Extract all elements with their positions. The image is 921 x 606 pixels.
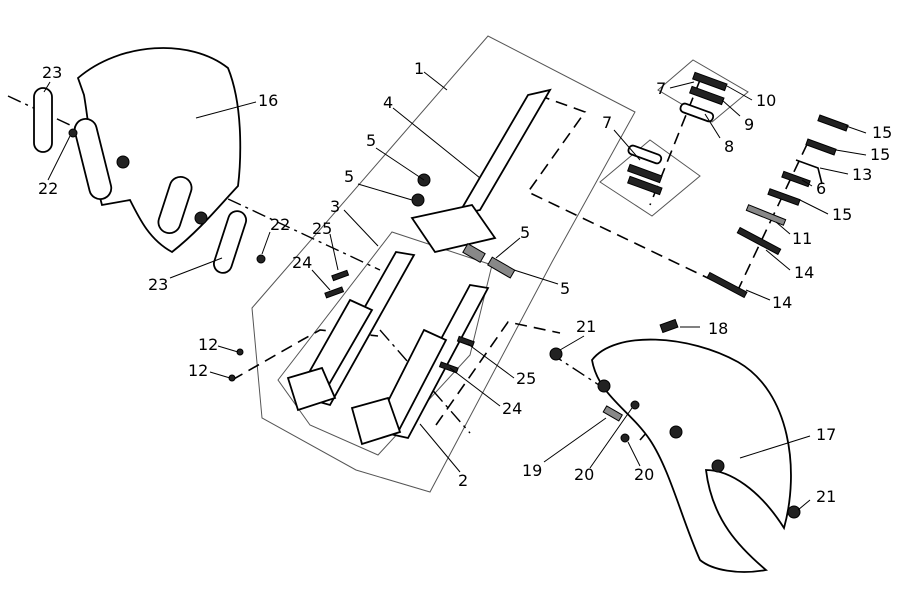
- callout-12-a: 12: [198, 335, 218, 354]
- leader-lines: [43, 71, 867, 511]
- fork-axle-bracket-left: [286, 366, 337, 412]
- assembly-outline-2: [277, 231, 493, 456]
- clip-25-right: [456, 335, 475, 348]
- nut-22-left: [68, 128, 78, 138]
- steering-stem-part-4: [456, 88, 552, 217]
- washer-15-mid: [805, 138, 837, 156]
- callout-5-c: 5: [520, 223, 530, 242]
- fender-mount-hole-mid: [669, 425, 683, 439]
- callout-15-a: 15: [872, 123, 892, 142]
- spacer-6: [781, 170, 811, 188]
- callout-22-b: 22: [270, 215, 290, 234]
- callout-11: 11: [792, 229, 812, 248]
- plate-8: [679, 102, 715, 123]
- callout-20-b: 20: [634, 465, 654, 484]
- nut-22-right: [256, 254, 266, 264]
- plate-7-lower: [627, 144, 663, 165]
- clip-24-left: [324, 286, 345, 299]
- callout-12-b: 12: [188, 361, 208, 380]
- callout-23-b: 23: [148, 275, 168, 294]
- assembly-outline-1: [251, 35, 636, 493]
- callout-5-b: 5: [344, 167, 354, 186]
- reflector-plate-23-left: [33, 87, 53, 153]
- callout-20-a: 20: [574, 465, 594, 484]
- windshield-slot-left: [73, 117, 113, 201]
- callout-5-d: 5: [560, 279, 570, 298]
- callout-14-a: 14: [794, 263, 814, 282]
- bar-14-upper: [736, 226, 782, 256]
- callout-1: 1: [414, 59, 424, 78]
- fork-crown-clamp: [410, 203, 497, 254]
- callout-25-b: 25: [516, 369, 536, 388]
- callout-22-a: 22: [38, 179, 58, 198]
- windshield-mount-hole-2: [194, 211, 208, 225]
- fender-mount-hole-upper: [597, 379, 611, 393]
- clip-18: [659, 318, 679, 334]
- callout-7-b: 7: [602, 113, 612, 132]
- callout-3: 3: [330, 197, 340, 216]
- bar-14-lower: [706, 271, 748, 299]
- pad-10: [692, 71, 728, 92]
- callout-15-c: 15: [832, 205, 852, 224]
- bolt-5-right: [487, 256, 516, 279]
- callout-8: 8: [724, 137, 734, 156]
- callout-19: 19: [522, 461, 542, 480]
- callout-13: 13: [852, 165, 872, 184]
- pad-7-lower-a: [627, 163, 663, 184]
- nut-20-upper: [630, 400, 640, 410]
- callout-21-a: 21: [576, 317, 596, 336]
- dash-fork-right-link: [435, 321, 561, 426]
- callout-5-a: 5: [366, 131, 376, 150]
- dash-inset-axis: [649, 79, 701, 206]
- callout-6: 6: [816, 179, 826, 198]
- washer-15-top: [817, 114, 849, 132]
- front-fender-part-17: [591, 338, 792, 573]
- axis-fork-lower: [379, 329, 471, 434]
- callout-21-b: 21: [816, 487, 836, 506]
- pad-9: [689, 85, 725, 106]
- callout-2: 2: [458, 471, 468, 490]
- washer-15-low: [767, 188, 801, 206]
- bearing-5-second: [411, 193, 425, 207]
- callout-25-a: 25: [312, 219, 332, 238]
- callout-24-b: 24: [502, 399, 522, 418]
- callout-23-a: 23: [42, 63, 62, 82]
- callout-14-b: 14: [772, 293, 792, 312]
- callout-10: 10: [756, 91, 776, 110]
- fender-mount-hole-low: [711, 459, 725, 473]
- callout-7-a: 7: [656, 79, 666, 98]
- callout-labels: 1 2 3 4 5 5 5 5 6 7 7 8 9 10 11 12 12 13…: [38, 59, 892, 506]
- callout-24-a: 24: [292, 253, 312, 272]
- fork-axle-bracket-right: [350, 396, 402, 446]
- reflector-plate-23-right: [212, 210, 248, 274]
- callout-15-b: 15: [870, 145, 890, 164]
- callout-17: 17: [816, 425, 836, 444]
- nut-20-lower: [620, 433, 630, 443]
- clip-13: [795, 159, 823, 185]
- nut-5-right: [462, 242, 486, 264]
- dash-screw-link: [231, 329, 379, 381]
- nut-21-right: [787, 505, 801, 519]
- dash-stem-link: [526, 94, 738, 293]
- nut-21-left: [549, 347, 563, 361]
- windshield-mount-hole: [116, 155, 130, 169]
- callout-9: 9: [744, 115, 754, 134]
- windshield-slot-right: [157, 175, 193, 235]
- clip-25-left: [331, 269, 350, 282]
- bar-11: [745, 204, 787, 226]
- callout-16: 16: [258, 91, 278, 110]
- callout-18: 18: [708, 319, 728, 338]
- pad-7-lower-b: [627, 175, 663, 196]
- bolt-19: [602, 405, 623, 422]
- callout-4: 4: [383, 93, 393, 112]
